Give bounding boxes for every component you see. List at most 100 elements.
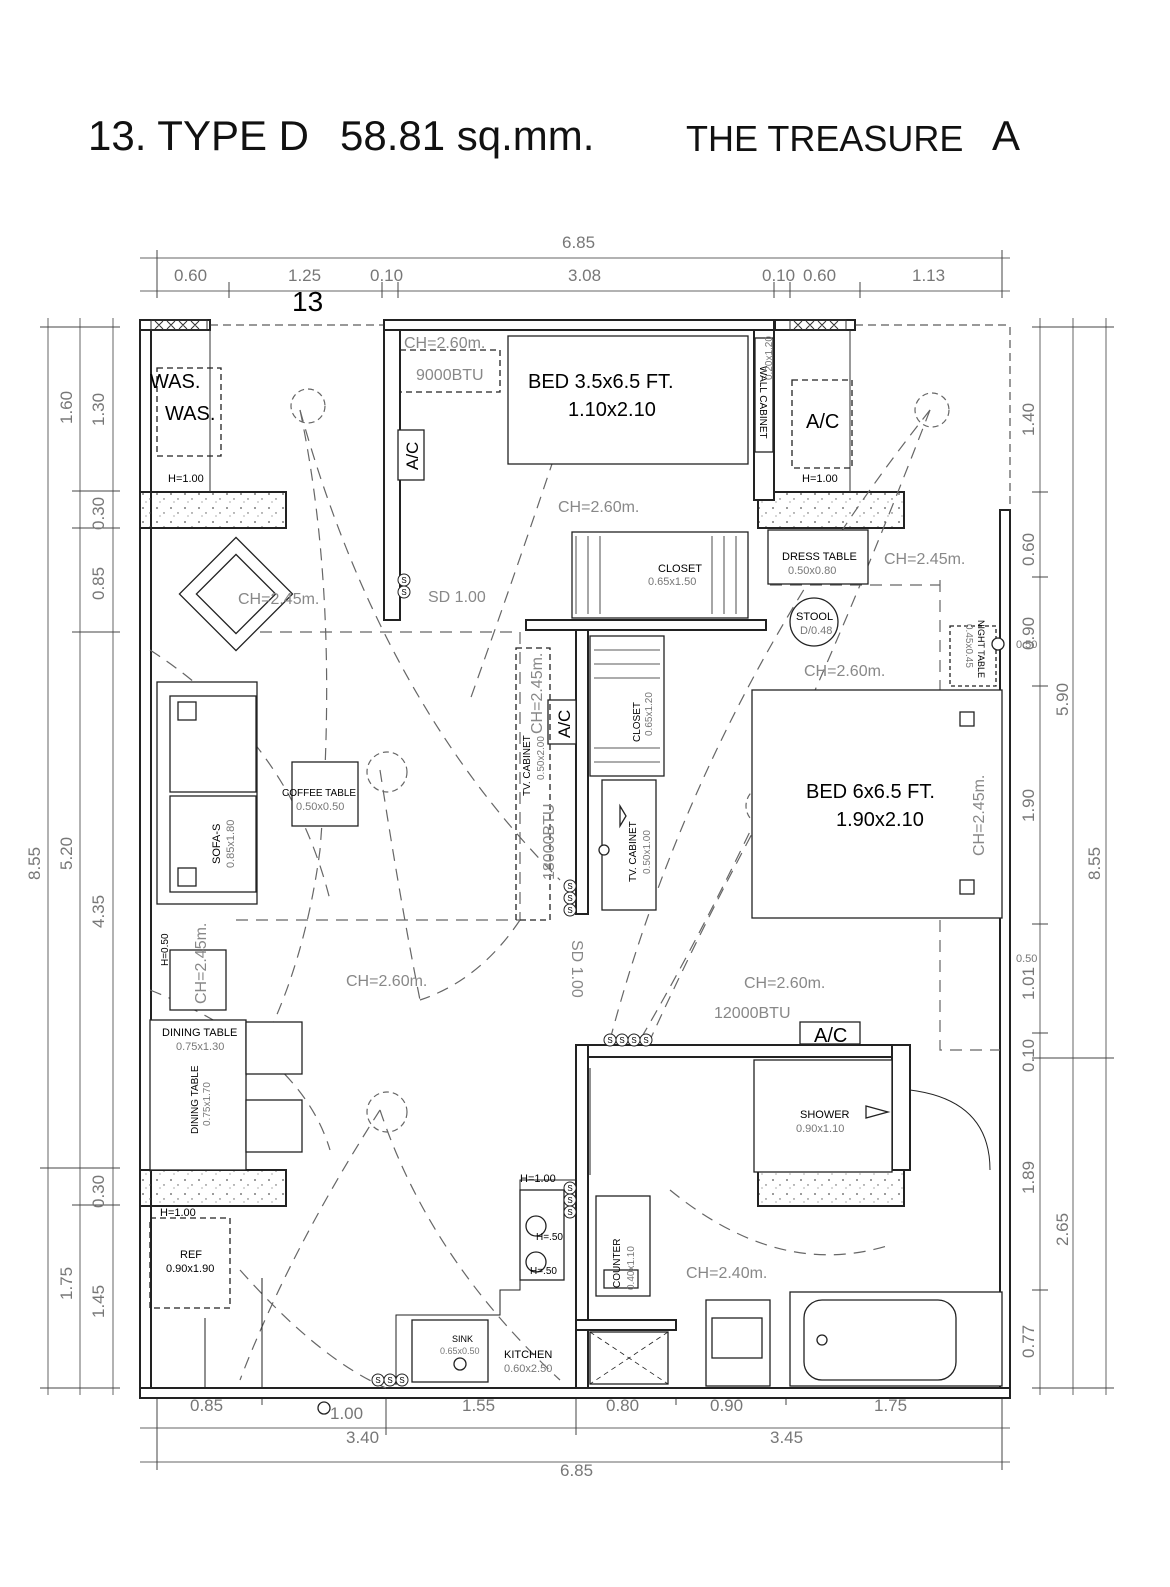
dining-table-label: DINING TABLE xyxy=(190,1065,201,1134)
bed2-size: 1.90x2.10 xyxy=(836,809,924,831)
closet-label: CLOSET xyxy=(658,563,702,575)
shower-label: SHOWER xyxy=(800,1109,850,1121)
dim-bottom-subtotal: 3.45 xyxy=(770,1428,803,1447)
switch-label: S xyxy=(567,906,572,915)
dim-top-seg: 1.25 xyxy=(288,266,321,285)
dim-left-total: 8.55 xyxy=(25,847,44,880)
night-table-label: NIGHT TABLE xyxy=(976,620,986,678)
dim-right-small: 0.50 xyxy=(1016,639,1037,651)
furniture xyxy=(149,335,1005,1415)
dim-right-inner: 0.10 xyxy=(1019,1039,1038,1072)
dim-left-inner: 0.30 xyxy=(89,497,108,530)
switch-label: S xyxy=(387,1376,392,1385)
dim-bottom-subtotal: 3.40 xyxy=(346,1428,379,1447)
sliding-door-label: SD 1.00 xyxy=(568,940,585,998)
bed1-size: 1.10x2.10 xyxy=(568,399,656,421)
dim-bottom-seg: 0.90 xyxy=(710,1396,743,1415)
wall-cabinet-size: 0.20x1.20 xyxy=(764,336,775,380)
project-name: THE TREASURE xyxy=(686,118,964,159)
switches xyxy=(371,573,653,1387)
tv-cabinet-size: 0.50x1.00 xyxy=(642,830,653,874)
ceiling-height: CH=2.45m. xyxy=(238,591,319,608)
dim-top-total: 6.85 xyxy=(562,233,595,252)
shower-size: 0.90x1.10 xyxy=(796,1123,844,1135)
unit-area: 58.81 sq.mm. xyxy=(340,112,595,159)
dim-right-total: 8.55 xyxy=(1085,847,1104,880)
height-label: H=1.00 xyxy=(520,1173,556,1185)
bed2-label: BED 6x6.5 FT. xyxy=(806,781,935,803)
tv-cabinet-size: 0.50x2.00 xyxy=(536,736,547,780)
dim-top-seg: 1.13 xyxy=(912,266,945,285)
kitchen-label: KITCHEN xyxy=(504,1349,552,1361)
dim-right-inner: 0.90 xyxy=(1019,617,1038,650)
switch-label: S xyxy=(567,882,572,891)
dimension-lines xyxy=(40,250,1114,1470)
sofa-label: SOFA-S xyxy=(211,824,223,864)
tv-cabinet-label: TV. CABINET xyxy=(628,821,639,882)
dim-bottom-seg: 0.85 xyxy=(190,1396,223,1415)
ac-label: A/C xyxy=(814,1025,847,1047)
dim-right-small: 0.50 xyxy=(1016,953,1037,965)
switch-label: S xyxy=(643,1036,648,1045)
dining-table-label: DINING TABLE xyxy=(162,1027,237,1039)
walls xyxy=(139,319,1011,1399)
dim-left-inner: 4.35 xyxy=(89,895,108,928)
dim-left-mid: 5.20 xyxy=(57,837,76,870)
dim-right-mid: 5.90 xyxy=(1053,683,1072,716)
ceiling-height: CH=2.60m. xyxy=(744,975,825,992)
dim-top-seg: 0.60 xyxy=(803,266,836,285)
coffee-table-size: 0.50x0.50 xyxy=(296,801,344,813)
dress-table-label: DRESS TABLE xyxy=(782,551,857,563)
dim-left-inner: 1.45 xyxy=(89,1285,108,1318)
switch-label: S xyxy=(567,1184,572,1193)
dim-right-inner: 1.40 xyxy=(1019,403,1038,436)
washer-label: WAS. xyxy=(165,403,215,425)
sliding-door-label: SD 1.00 xyxy=(428,589,486,606)
btu-label: 9000BTU xyxy=(416,367,484,384)
dim-bottom-seg: 0.80 xyxy=(606,1396,639,1415)
ceiling-height: CH=2.45m. xyxy=(971,775,988,856)
stool-size: D/0.48 xyxy=(800,625,832,637)
dim-right-mid: 2.65 xyxy=(1053,1213,1072,1246)
btu-label: 12000BTU xyxy=(714,1005,791,1022)
dim-top-seg: 0.10 xyxy=(762,266,795,285)
dim-left-mid: 1.75 xyxy=(57,1267,76,1300)
dim-top-seg: 0.60 xyxy=(174,266,207,285)
ceiling-height: CH=2.45m. xyxy=(193,923,210,1004)
room-labels: 13 WAS. WAS. H=1.00 H=1.00 H=1.00 H=1.00… xyxy=(150,286,988,1375)
ac-label: A/C xyxy=(806,411,839,433)
height-label: H=0.50 xyxy=(160,933,171,966)
ac-label: A/C xyxy=(403,442,422,470)
switch-labels: S S S S S S S S S S S S S S S xyxy=(375,576,648,1385)
counter-size: 0.40x1.10 xyxy=(626,1246,637,1290)
ceiling-height: CH=2.60m. xyxy=(346,973,427,990)
dimension-text: 6.85 0.60 1.25 0.10 3.08 0.10 0.60 1.13 … xyxy=(25,233,1104,1480)
kitchen-size: 0.60x2.50 xyxy=(504,1363,552,1375)
dim-right-inner: 1.89 xyxy=(1019,1161,1038,1194)
switch-label: S xyxy=(607,1036,612,1045)
dim-right-inner: 0.60 xyxy=(1019,533,1038,566)
stool-label: STOOL xyxy=(796,611,833,623)
coffee-table-label: COFFEE TABLE xyxy=(282,788,356,799)
height-label: H=.50 xyxy=(536,1232,563,1243)
dim-top-seg: 0.10 xyxy=(370,266,403,285)
dim-right-inner: 1.90 xyxy=(1019,789,1038,822)
switch-label: S xyxy=(375,1376,380,1385)
ceiling-height: CH=2.45m. xyxy=(529,653,546,734)
dim-right-inner: 0.77 xyxy=(1019,1325,1038,1358)
dress-table-size: 0.50x0.80 xyxy=(788,565,836,577)
dim-left-inner: 0.85 xyxy=(89,567,108,600)
switch-label: S xyxy=(567,1196,572,1205)
dim-left-inner: 0.30 xyxy=(89,1175,108,1208)
dim-right-inner: 1.01 xyxy=(1019,967,1038,1000)
ceiling-height: CH=2.40m. xyxy=(686,1265,767,1282)
switch-label: S xyxy=(399,1376,404,1385)
bed1-label: BED 3.5x6.5 FT. xyxy=(528,371,674,393)
switch-label: S xyxy=(401,588,406,597)
dim-left-mid: 1.60 xyxy=(57,391,76,424)
counter-label: COUNTER xyxy=(612,1239,623,1288)
dim-bottom-seg: 1.55 xyxy=(462,1396,495,1415)
dim-top-seg: 3.08 xyxy=(568,266,601,285)
switch-label: S xyxy=(401,576,406,585)
